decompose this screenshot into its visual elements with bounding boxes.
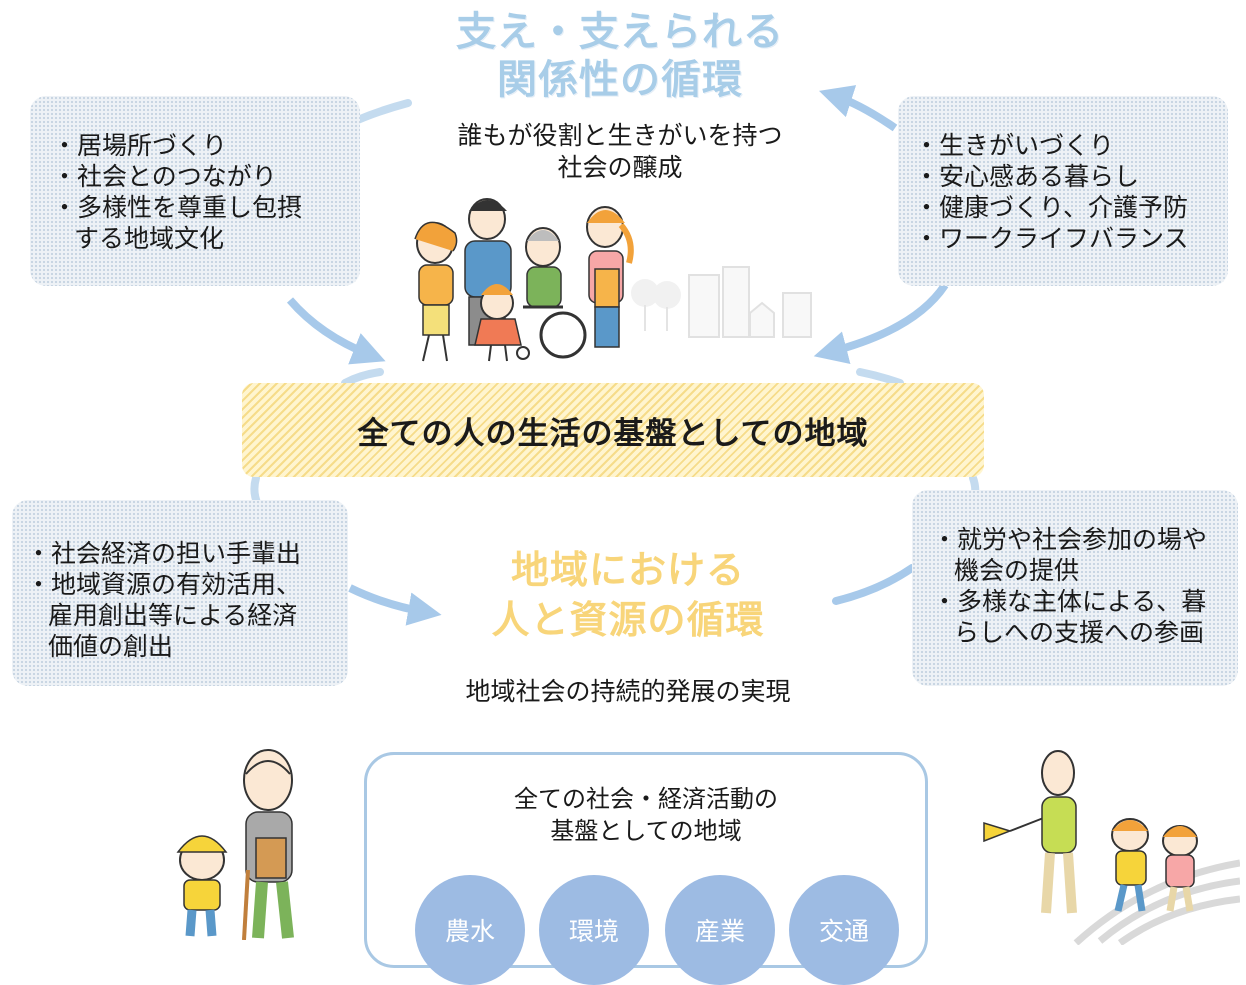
top-right-box: ・生きがいづくり ・安心感ある暮らし ・健康づくり、介護予防 ・ワークライフバラ… xyxy=(898,96,1228,286)
foundation-heading: 全ての社会・経済活動の 基盤としての地域 xyxy=(367,783,925,847)
top-right-item: ・健康づくり、介護予防 xyxy=(914,193,1189,222)
bottom-right-item: 機会の提供 xyxy=(932,555,1207,586)
center-band-label: 全ての人の生活の基盤としての地域 xyxy=(357,415,869,452)
child-figure xyxy=(474,284,522,362)
wheelchair-elder-figure xyxy=(516,227,587,360)
foundation-box: 全ての社会・経済活動の 基盤としての地域 農水 環境 産業 交通 xyxy=(364,752,928,985)
bottom-cycle-subtitle: 地域社会の持続的発展の実現 xyxy=(465,677,791,706)
center-band: 全ての人の生活の基盤としての地域 xyxy=(242,383,984,477)
bottom-left-arrow xyxy=(348,584,442,626)
band-left-curve xyxy=(341,368,384,387)
top-left-item: ・社会とのつながり xyxy=(52,162,277,191)
top-right-item: ・生きがいづくり xyxy=(914,131,1115,160)
top-left-item: ・居場所づくり xyxy=(52,131,228,160)
bottom-right-box: ・就労や社会参加の場や 機会の提供 ・多様な主体による、暮 らしへの支援への参画 xyxy=(912,490,1238,686)
crosswalk-icon xyxy=(1073,859,1240,945)
bottom-cycle-title: 地域における 人と資源の循環 xyxy=(428,545,828,645)
buildings-icon xyxy=(631,266,812,338)
bottom-right-curve xyxy=(832,564,916,605)
family-group-illustration xyxy=(414,198,812,362)
bottom-left-item-cont: 雇用創出等による経済 xyxy=(48,601,298,630)
circle-agriculture: 農水 xyxy=(415,875,525,985)
bottom-left-item-cont: 価値の創出 xyxy=(48,632,174,661)
bottom-right-item: ・就労や社会参加の場や xyxy=(932,525,1208,554)
top-right-item: ・安心感ある暮らし xyxy=(914,162,1140,191)
bottom-cycle-title-line1: 地域における xyxy=(510,548,745,592)
bottom-right-item: らしへの支援への参画 xyxy=(932,617,1207,648)
caregiver-figure xyxy=(586,206,634,348)
bottom-right-item-cont: らしへの支援への参画 xyxy=(954,618,1205,647)
foundation-heading-line1: 全ての社会・経済活動の xyxy=(514,785,778,813)
woman-figure xyxy=(414,221,458,362)
bottom-left-item: 価値の創出 xyxy=(26,631,301,662)
bottom-left-item: 雇用創出等による経済 xyxy=(26,600,301,631)
top-cycle-title: 支え・支えられる 関係性の循環 xyxy=(420,8,820,104)
foundation-heading-line2: 基盤としての地域 xyxy=(550,817,742,845)
bottom-left-item: ・社会経済の担い手輩出 xyxy=(26,539,302,568)
top-cycle-title-line2: 関係性の循環 xyxy=(497,57,743,103)
right-down-arrow xyxy=(813,282,949,365)
bottom-right-item-cont: 機会の提供 xyxy=(954,556,1080,585)
top-cycle-title-line1: 支え・支えられる xyxy=(456,9,784,55)
top-cycle-subtitle-line2: 社会の醸成 xyxy=(557,153,683,182)
circle-transport: 交通 xyxy=(789,875,899,985)
circle-industry: 産業 xyxy=(665,875,775,985)
top-right-arrow xyxy=(819,85,898,132)
circle-environment: 環境 xyxy=(539,875,649,985)
top-left-item: ・多様性を尊重し包摂 xyxy=(52,193,303,222)
top-cycle-subtitle-line1: 誰もが役割と生きがいを持つ xyxy=(457,121,783,150)
top-left-item: する地域文化 xyxy=(52,223,302,254)
bottom-right-item: ・多様な主体による、暮 xyxy=(932,587,1207,616)
elder-with-child-illustration xyxy=(176,749,294,940)
top-left-item-cont: する地域文化 xyxy=(74,224,225,253)
top-right-item: ・ワークライフバランス xyxy=(914,224,1189,253)
bottom-left-box: ・社会経済の担い手輩出 ・地域資源の有効活用、 雇用創出等による経済 価値の創出 xyxy=(12,500,348,686)
top-cycle-subtitle: 誰もが役割と生きがいを持つ 社会の醸成 xyxy=(410,120,830,184)
bottom-left-item: ・地域資源の有効活用、 xyxy=(26,570,302,599)
band-right-curve xyxy=(856,368,904,387)
top-left-box: ・居場所づくり ・社会とのつながり ・多様性を尊重し包摂 する地域文化 xyxy=(30,96,360,286)
bottom-cycle-title-line2: 人と資源の循環 xyxy=(491,598,765,642)
left-down-arrow xyxy=(286,297,386,365)
crossing-guard-with-children-illustration xyxy=(983,750,1240,945)
